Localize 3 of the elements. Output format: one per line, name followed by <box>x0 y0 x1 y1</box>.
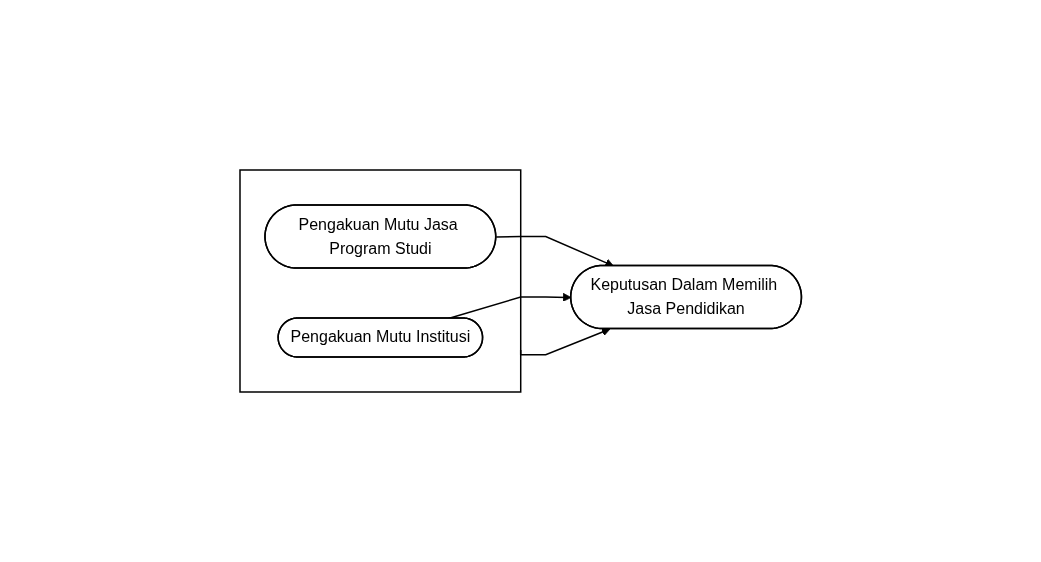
arrow <box>495 235 614 267</box>
arrow <box>519 327 611 356</box>
cluster <box>239 169 522 393</box>
